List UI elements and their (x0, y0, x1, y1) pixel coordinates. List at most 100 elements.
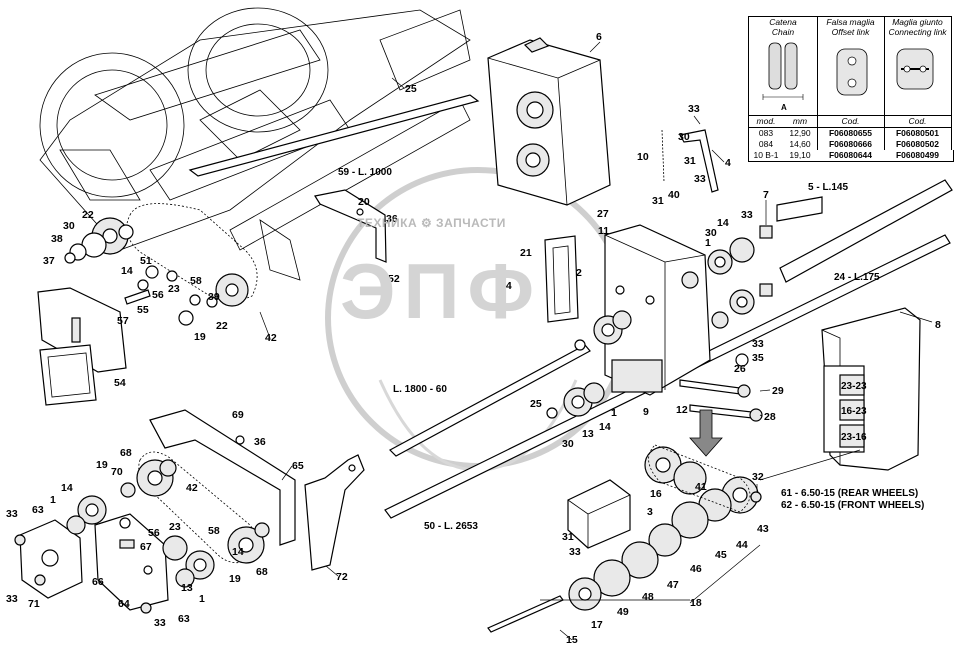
spring-10 (661, 129, 665, 183)
callout-25b: 25 (530, 398, 542, 410)
gear-tag-2 (839, 399, 865, 421)
gear-stack (568, 444, 762, 611)
callout-20: 20 (358, 196, 370, 208)
header-offset-en: Offset link (831, 27, 870, 37)
callout-38: 38 (51, 233, 63, 245)
callout-32: 32 (752, 471, 764, 483)
callout-63b: 63 (178, 613, 190, 625)
gear-tag-2-text: 16-23 (841, 406, 867, 417)
bolts-28-29 (679, 353, 763, 422)
callout-33a: 33 (688, 103, 700, 115)
callout-37: 37 (43, 255, 55, 267)
chain-link-illustrations: A (762, 42, 934, 112)
lower-drive-chain-42 (136, 451, 270, 564)
callout-58b: 58 (208, 525, 220, 537)
gear-tag-3-text: 23-16 (841, 432, 867, 443)
table-subheader-row: mod. mm Cod. Cod. (749, 116, 951, 127)
callout-23b: 23 (169, 521, 181, 533)
callout-36b: 36 (254, 436, 266, 448)
direction-arrow (689, 409, 723, 457)
slide-guide-21 (544, 235, 579, 323)
label-shaft-l1000: 59 - L. 1000 (338, 167, 392, 178)
callout-19b: 19 (96, 459, 108, 471)
gearbox-body-9 (604, 224, 711, 396)
rear-wheels-label: 61 - 6.50-15 (REAR WHEELS) (781, 488, 919, 499)
header-connecting-en: Connecting link (888, 27, 947, 37)
leader-lines (259, 41, 933, 641)
table-divider (817, 17, 818, 151)
callout-19c: 19 (229, 573, 241, 585)
shaft-l145 (776, 196, 823, 222)
callout-67: 67 (140, 541, 152, 553)
callout-14d: 14 (61, 482, 73, 494)
callout-3: 3 (647, 506, 653, 518)
table-divider (749, 127, 951, 128)
callout-21: 21 (520, 247, 532, 259)
callout-11: 11 (598, 225, 609, 237)
chain-parts-table: Catena Chain Falsa maglia Offset link Ma… (748, 16, 952, 152)
callout-8: 8 (935, 319, 941, 331)
callout-13a: 13 (582, 428, 594, 440)
dimension-a-label: A (781, 103, 787, 112)
callout-31a: 31 (684, 155, 696, 167)
plate-72 (304, 454, 365, 571)
subheader-mm: mm (792, 116, 808, 126)
gear-tag-1-text: 23-23 (841, 381, 867, 392)
table-row: 10 B-1 19,10 F06080644 F06080499 (748, 150, 954, 162)
callout-33h: 33 (154, 617, 166, 629)
callout-30d: 30 (562, 438, 574, 450)
callout-55: 55 (137, 304, 149, 316)
callout-33e: 33 (6, 508, 18, 520)
callout-64: 64 (118, 598, 130, 610)
table-row: 083 12,90 F06080655 F06080501 (749, 128, 951, 139)
shaft-l175 (779, 179, 953, 283)
callout-35: 35 (752, 352, 764, 364)
arm-4 (679, 129, 719, 193)
callout-1a: 1 (705, 237, 711, 249)
shaft-l1800 (389, 344, 591, 457)
table-row: 084 14,60 F06080666 F06080502 (749, 139, 951, 150)
plate-66 (94, 513, 169, 611)
header-chain-en: Chain (771, 27, 795, 37)
cell-connecting-code: F06080501 (895, 128, 939, 138)
callout-33f: 33 (569, 546, 581, 558)
shaft-labels: 59 - L. 1000 5 - L.145 24 - L.175 L. 180… (338, 167, 880, 532)
callout-33b: 33 (694, 173, 706, 185)
callout-56b: 56 (148, 527, 160, 539)
callout-65: 65 (292, 460, 304, 472)
offset-link-icon (836, 48, 868, 96)
callout-39: 39 (208, 291, 220, 303)
callout-42b: 42 (186, 482, 198, 494)
callout-30c: 30 (705, 227, 717, 239)
header-connecting-it: Maglia giunto (892, 17, 943, 27)
callout-22a: 22 (82, 209, 94, 221)
callout-68b: 68 (256, 566, 268, 578)
callout-7: 7 (763, 189, 769, 201)
callout-12: 12 (676, 404, 688, 416)
callout-10: 10 (637, 151, 649, 163)
bracket-3 (567, 479, 631, 549)
callout-18: 18 (690, 597, 702, 609)
callout-14e: 14 (232, 546, 244, 558)
label-shaft-l2653: 50 - L. 2653 (424, 521, 478, 532)
subheader-mod: mod. (756, 116, 776, 126)
callout-44: 44 (736, 539, 748, 551)
callout-45: 45 (715, 549, 727, 561)
cell-mm: 12,90 (789, 128, 811, 138)
callout-57: 57 (117, 315, 129, 327)
gear-tag-1 (839, 374, 865, 396)
cell-mod: 084 (758, 139, 774, 149)
callout-17: 17 (591, 619, 603, 631)
callout-31c: 31 (562, 531, 574, 543)
callout-69: 69 (232, 409, 244, 421)
callout-30b: 30 (63, 220, 75, 232)
side-plate-54 (37, 287, 127, 406)
table-divider (749, 115, 951, 116)
callout-13b: 13 (181, 582, 193, 594)
callout-9: 9 (643, 406, 649, 418)
callout-14b: 14 (121, 265, 133, 277)
square-key-b (759, 283, 773, 297)
callout-1b: 1 (611, 407, 617, 419)
watermark-brand-text: ТЕХНИКА ⚙ ЗАПЧАСТИ (357, 216, 506, 230)
connecting-link-icon (896, 48, 934, 90)
